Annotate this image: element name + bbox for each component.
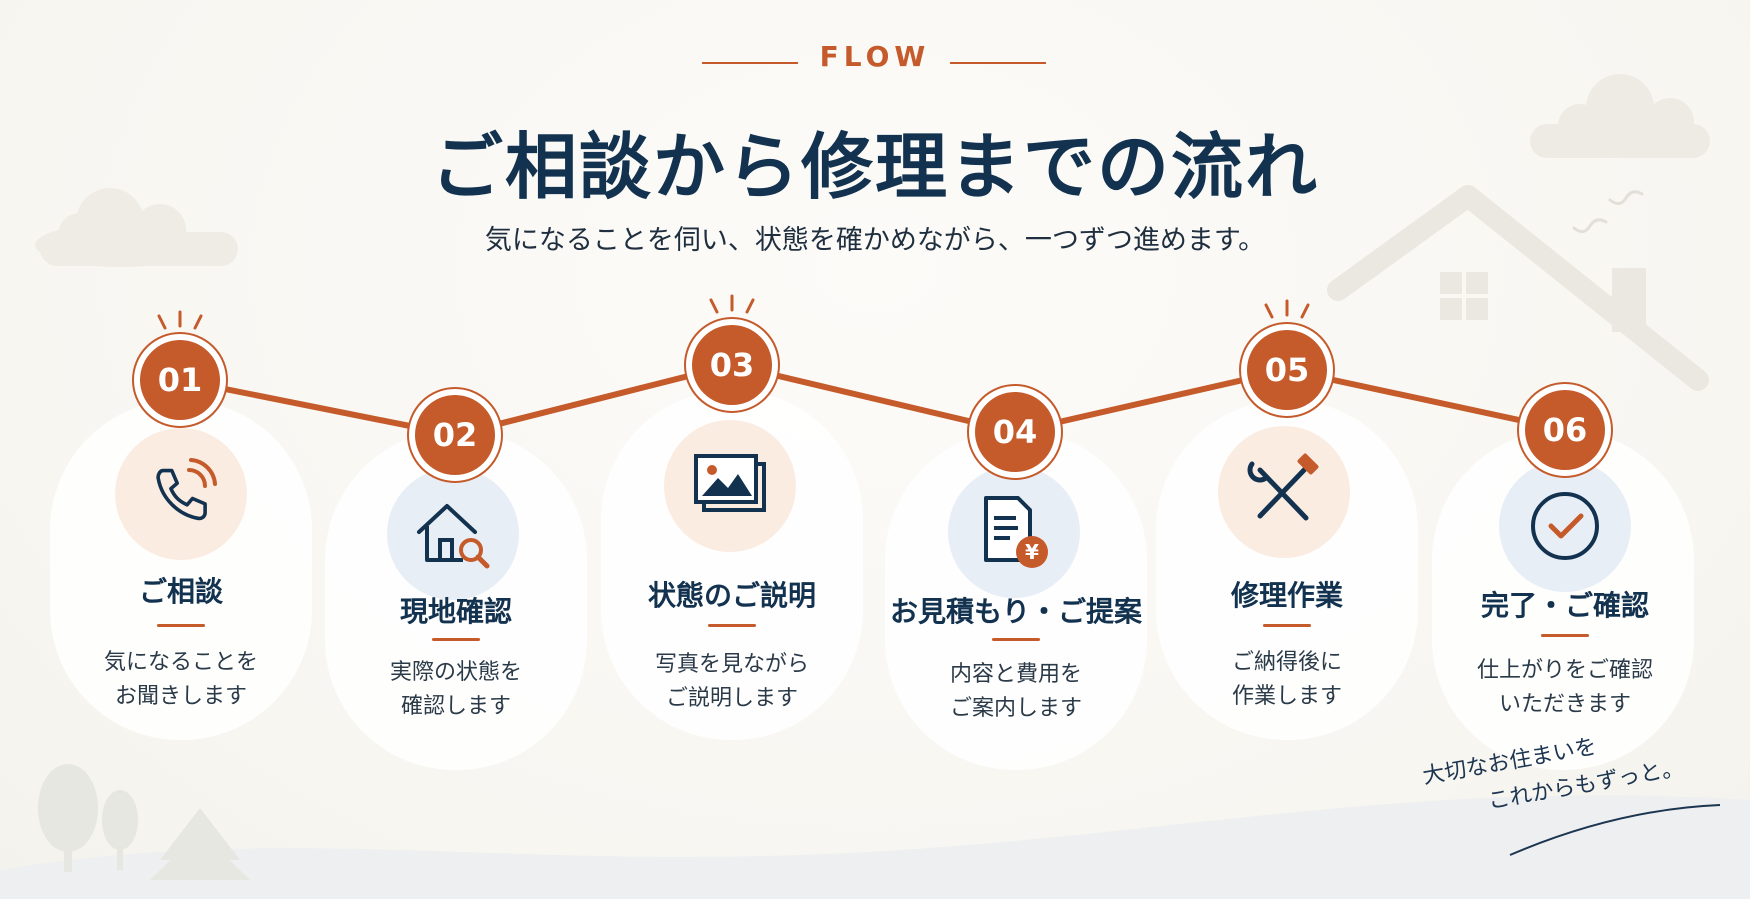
step-05-title: 修理作業 (1230, 579, 1343, 612)
photo-icon (694, 454, 766, 512)
ground-wave (0, 795, 1750, 899)
step-01-badge: 01 (132, 332, 228, 428)
step-04-title: お見積もり・ご提案 (889, 595, 1142, 628)
eyebrow-label: FLOW (819, 40, 931, 73)
step-03-divider (708, 624, 756, 627)
cloud-right (1530, 74, 1710, 158)
step-02-badge: 02 (407, 387, 503, 483)
phone-icon (156, 458, 217, 521)
house-search-icon (417, 504, 490, 569)
step-04-number: 04 (975, 392, 1055, 472)
trees-illustration (38, 764, 250, 880)
cloud-left (35, 188, 238, 267)
check-circle-icon (1531, 492, 1599, 560)
step-04-icon-circle: ¥ (948, 466, 1080, 598)
step-06-number: 06 (1525, 390, 1605, 470)
step-06-description: 仕上がりをご確認 いただきます (1425, 654, 1705, 722)
step-03-desc-line1: 写真を見ながら (654, 652, 809, 677)
step-06-desc-line2: いただきます (1498, 692, 1631, 717)
step-05-badge: 05 (1239, 322, 1335, 418)
step-01-divider (157, 624, 205, 627)
step-01-title: ご相談 (138, 575, 223, 608)
step-06-icon-circle (1499, 460, 1631, 592)
step-05-desc-line2: 作業します (1231, 684, 1342, 709)
step-05-icon-circle (1218, 426, 1350, 558)
step-05-number: 05 (1247, 330, 1327, 410)
step-02-number: 02 (415, 395, 495, 475)
step-03-number: 03 (692, 325, 772, 405)
step-02-desc-line1: 実際の状態を (389, 660, 522, 685)
step-01-desc-line1: 気になることを (103, 650, 258, 675)
page-title: ご相談から修理までの流れ (430, 125, 1319, 209)
step-02-icon-circle (387, 468, 519, 600)
step-02-title: 現地確認 (399, 595, 512, 628)
step-01-icon-circle (115, 428, 247, 560)
step-03-title: 状態のご説明 (647, 579, 816, 612)
step-04-badge: 04 (967, 384, 1063, 480)
step-02-description: 実際の状態を 確認します (316, 656, 596, 724)
house-illustration (1327, 185, 1709, 391)
eyebrow-line-right (950, 62, 1046, 64)
step-04-divider (992, 638, 1040, 641)
tagline-underline (1509, 804, 1721, 856)
step-02-divider (432, 638, 480, 641)
step-02-desc-line2: 確認します (400, 694, 511, 719)
estimate-document-icon: ¥ (984, 496, 1048, 568)
step-01-number: 01 (140, 340, 220, 420)
step-03-description: 写真を見ながら ご説明します (592, 648, 872, 716)
svg-text:¥: ¥ (1025, 540, 1039, 564)
step-04-desc-line1: 内容と費用を (949, 662, 1082, 687)
birds-illustration (1572, 190, 1644, 233)
step-03-badge: 03 (684, 317, 780, 413)
step-04-description: 内容と費用を ご案内します (876, 658, 1156, 726)
step-01-desc-line2: お聞きします (114, 684, 247, 709)
step-06-desc-line1: 仕上がりをご確認 (1476, 658, 1653, 683)
step-05-description: ご納得後に 作業します (1147, 646, 1427, 714)
step-05-divider (1263, 624, 1311, 627)
step-03-desc-line2: ご説明します (665, 686, 798, 711)
step-04-desc-line2: ご案内します (949, 696, 1082, 721)
step-05-desc-line1: ご納得後に (1231, 650, 1342, 675)
page-subtitle: 気になることを伺い、状態を確かめながら、一つずつ進めます。 (484, 225, 1266, 256)
tools-icon (1247, 453, 1319, 521)
step-01-description: 気になることを お聞きします (41, 646, 321, 714)
step-06-divider (1541, 634, 1589, 637)
step-06-badge: 06 (1517, 382, 1613, 478)
highlight-rays (157, 294, 1310, 330)
eyebrow-line-left (702, 62, 798, 64)
step-06-title: 完了・ご確認 (1480, 589, 1649, 622)
step-03-icon-circle (664, 420, 796, 552)
